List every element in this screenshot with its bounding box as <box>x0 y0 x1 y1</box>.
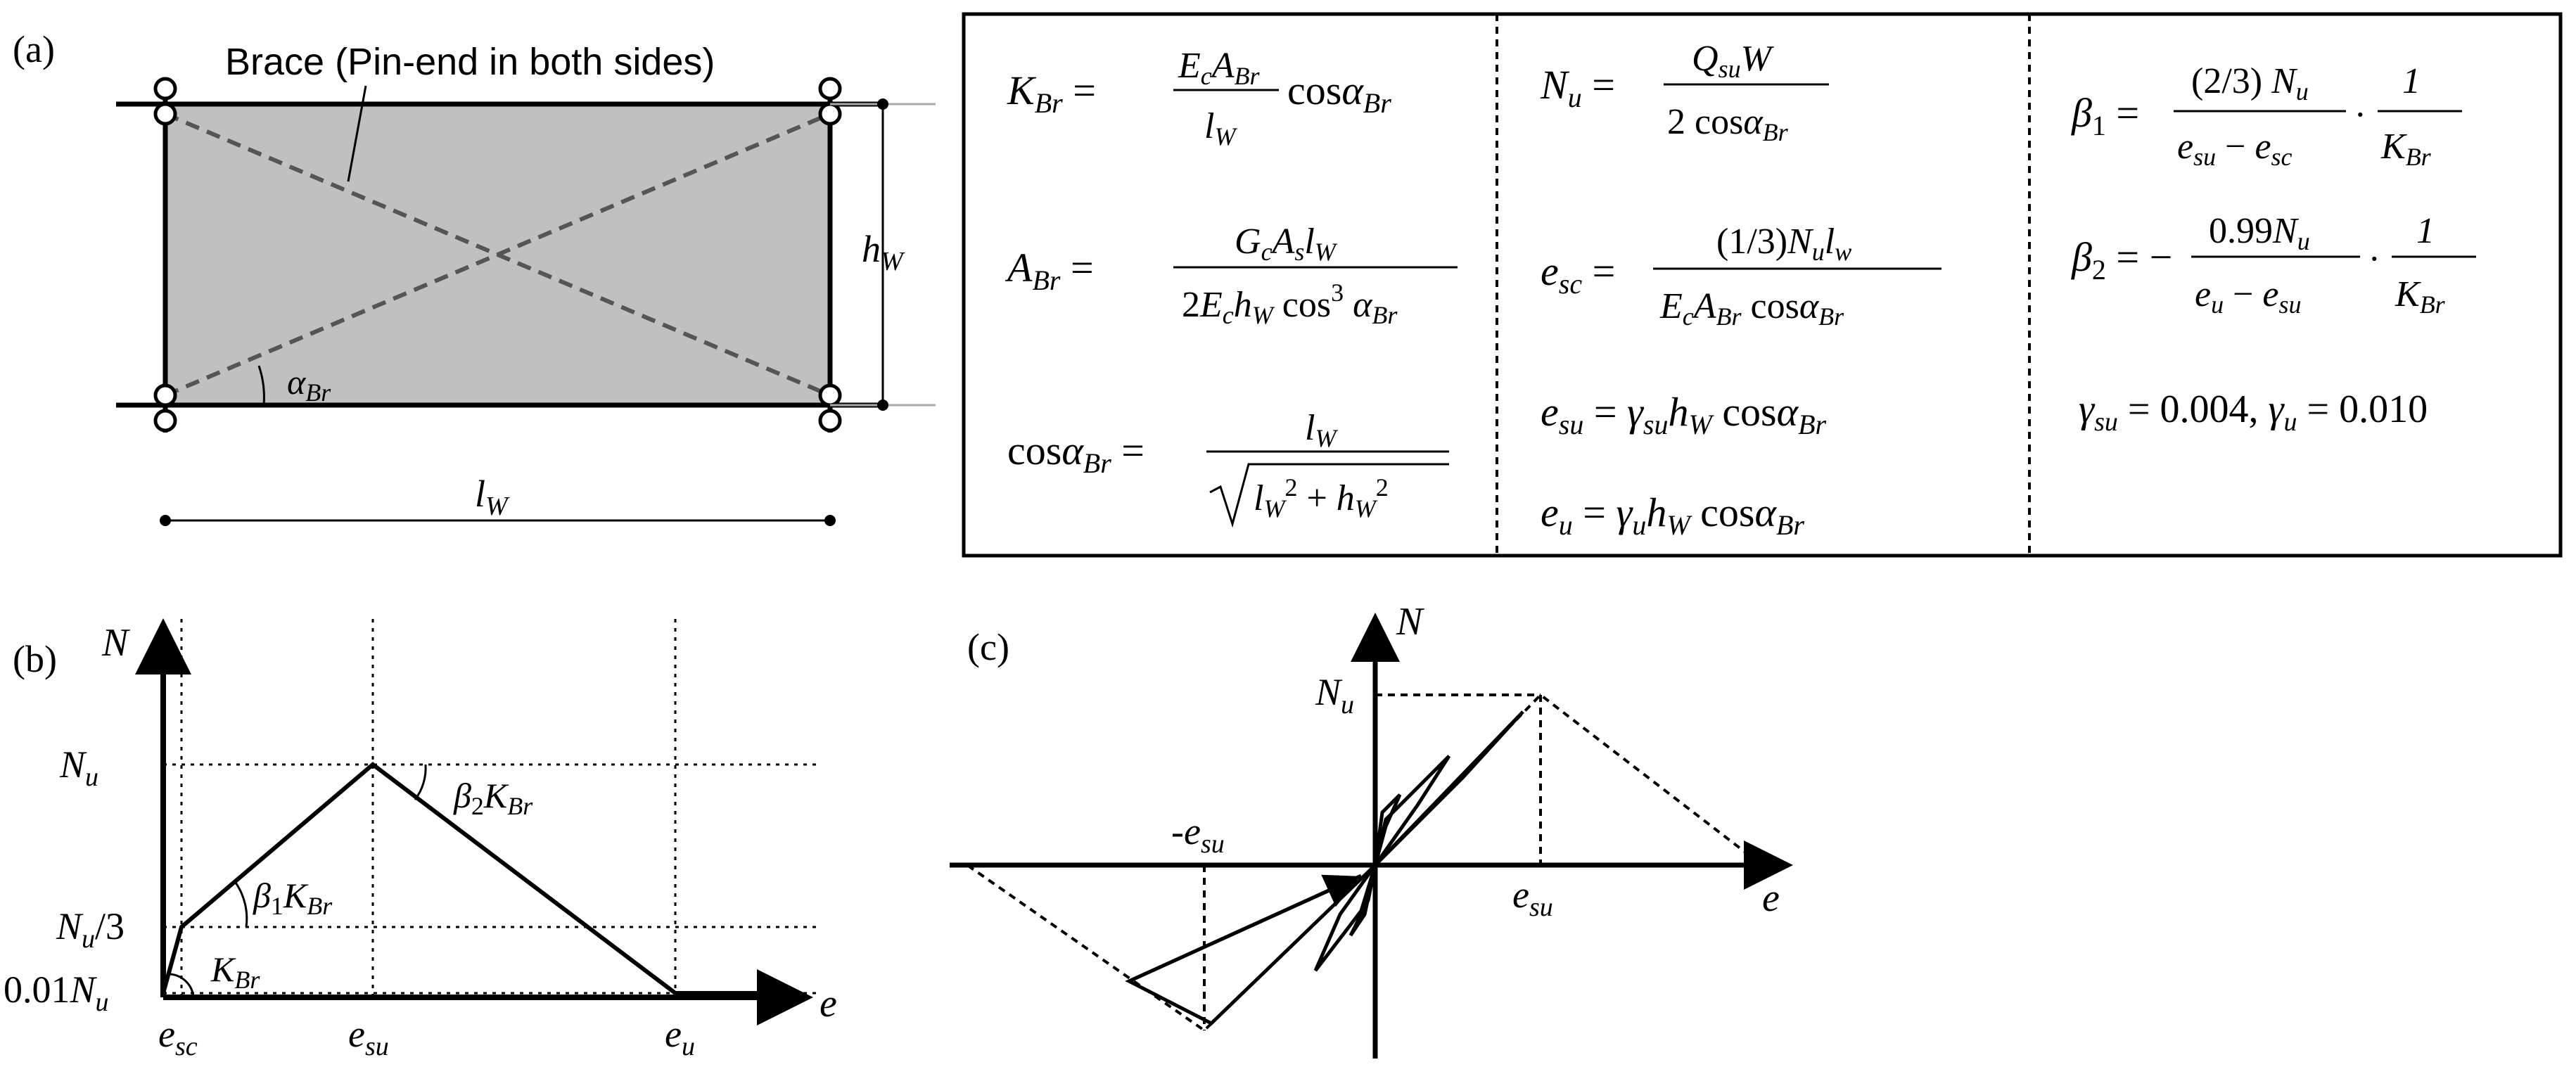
svg-text:2EchW cos3 αBr: 2EchW cos3 αBr <box>1182 279 1398 329</box>
b-arc-beta2 <box>414 764 427 800</box>
b-label-beta2: β2KBr <box>453 776 533 820</box>
b-xtick-esu: esu <box>348 1013 389 1061</box>
panel-a-label: (a) <box>13 28 55 70</box>
b-y-axis-label: N <box>101 621 130 665</box>
b-xtick-esc: esc <box>158 1013 198 1061</box>
b-xtick-eu: eu <box>665 1013 695 1061</box>
eq-gamma: γsu = 0.004, γu = 0.010 <box>2079 388 2428 437</box>
svg-text:GcAslW: GcAslW <box>1235 222 1338 266</box>
b-arc-beta1 <box>234 882 248 928</box>
svg-text:KBr: KBr <box>2380 127 2432 171</box>
brace-diagonal-2 <box>164 112 831 397</box>
eq-cos: cosαBr = <box>1007 428 1144 479</box>
brace-leader <box>347 85 367 182</box>
b-label-beta1: β1KBr <box>253 876 333 920</box>
eq-eu: eu = γuhW cosαBr <box>1541 490 1804 541</box>
c-tick-nu: Nu <box>1315 671 1354 720</box>
eq-col3: β1 = (2/3) Nu esu − esc · 1 KBr β2 = − 0… <box>2071 61 2476 437</box>
svg-text:QsuW: QsuW <box>1692 39 1775 83</box>
eq-kbr: KBr = <box>1007 68 1096 119</box>
eq-esc: esc = <box>1541 248 1615 300</box>
svg-text:1: 1 <box>2416 211 2435 251</box>
svg-text:cosαBr: cosαBr <box>1287 68 1391 119</box>
svg-text:KBr: KBr <box>2395 274 2446 319</box>
svg-text:EcABr cosαBr: EcABr cosαBr <box>1659 286 1844 331</box>
c-tick-neg-esu: -esu <box>1171 810 1225 859</box>
eq-col2: Nu = QsuW 2 cosαBr esc = (1/3)Nulw EcABr… <box>1540 39 1941 541</box>
panel-b: (b) N e Nu Nu/3 0.01Nu esc esu eu KBr β1 <box>4 618 837 1061</box>
eq-beta2: β2 = − <box>2071 234 2172 286</box>
svg-text:0.99Nu: 0.99Nu <box>2209 211 2310 255</box>
svg-text:(2/3) Nu: (2/3) Nu <box>2191 61 2309 106</box>
b-ytick-001nu: 0.01Nu <box>4 968 109 1017</box>
svg-text:lW: lW <box>1305 408 1338 452</box>
angle-arc <box>257 365 265 406</box>
panel-c-label: (c) <box>967 626 1009 668</box>
eq-beta1: β1 = <box>2071 90 2139 141</box>
b-label-kbr: KBr <box>210 950 260 994</box>
c-y-axis-label: N <box>1396 600 1424 644</box>
svg-text:EcABr: EcABr <box>1178 46 1261 90</box>
brace-label: Brace (Pin-end in both sides) <box>225 41 715 83</box>
b-ytick-nu: Nu <box>59 743 98 792</box>
panel-c: (c) N e Nu esu -esu <box>950 600 1793 1059</box>
panel-a: (a) Brace (Pin-end in both sides) αBr <box>13 28 936 526</box>
c-x-axis-label: e <box>1762 876 1780 920</box>
svg-text:1: 1 <box>2402 61 2421 101</box>
eq-col1: KBr = EcABr lW cosαBr ABr = GcAslW 2EchW… <box>1005 46 1458 528</box>
pin-joints <box>153 77 842 433</box>
b-arc-kbr <box>168 973 195 998</box>
svg-text:esu − esc: esu − esc <box>2177 127 2293 171</box>
eq-esu: esu = γsuhW cosαBr <box>1541 389 1827 440</box>
svg-text:·: · <box>2369 239 2378 279</box>
panel-b-label: (b) <box>13 638 57 680</box>
svg-text:eu − esu: eu − esu <box>2195 274 2302 319</box>
eq-nu: Nu = <box>1540 62 1615 113</box>
equation-table: KBr = EcABr lW cosαBr ABr = GcAslW 2EchW… <box>962 12 2563 558</box>
svg-text:(1/3)Nulw: (1/3)Nulw <box>1716 222 1851 266</box>
b-backbone-curve <box>161 762 795 995</box>
svg-text:lW2 + hW2: lW2 + hW2 <box>1254 473 1389 523</box>
svg-text:lW: lW <box>1204 106 1237 151</box>
c-tick-esu: esu <box>1512 874 1553 922</box>
svg-text:·: · <box>2355 95 2364 135</box>
b-x-axis-label: e <box>820 982 837 1025</box>
length-label: lW <box>475 473 510 521</box>
b-ytick-nu3: Nu/3 <box>56 905 125 954</box>
table-border <box>962 12 2563 558</box>
svg-text:2 cosαBr: 2 cosαBr <box>1667 102 1789 146</box>
eq-abr: ABr = <box>1005 245 1094 296</box>
c-reload-arrow <box>1128 874 1361 983</box>
